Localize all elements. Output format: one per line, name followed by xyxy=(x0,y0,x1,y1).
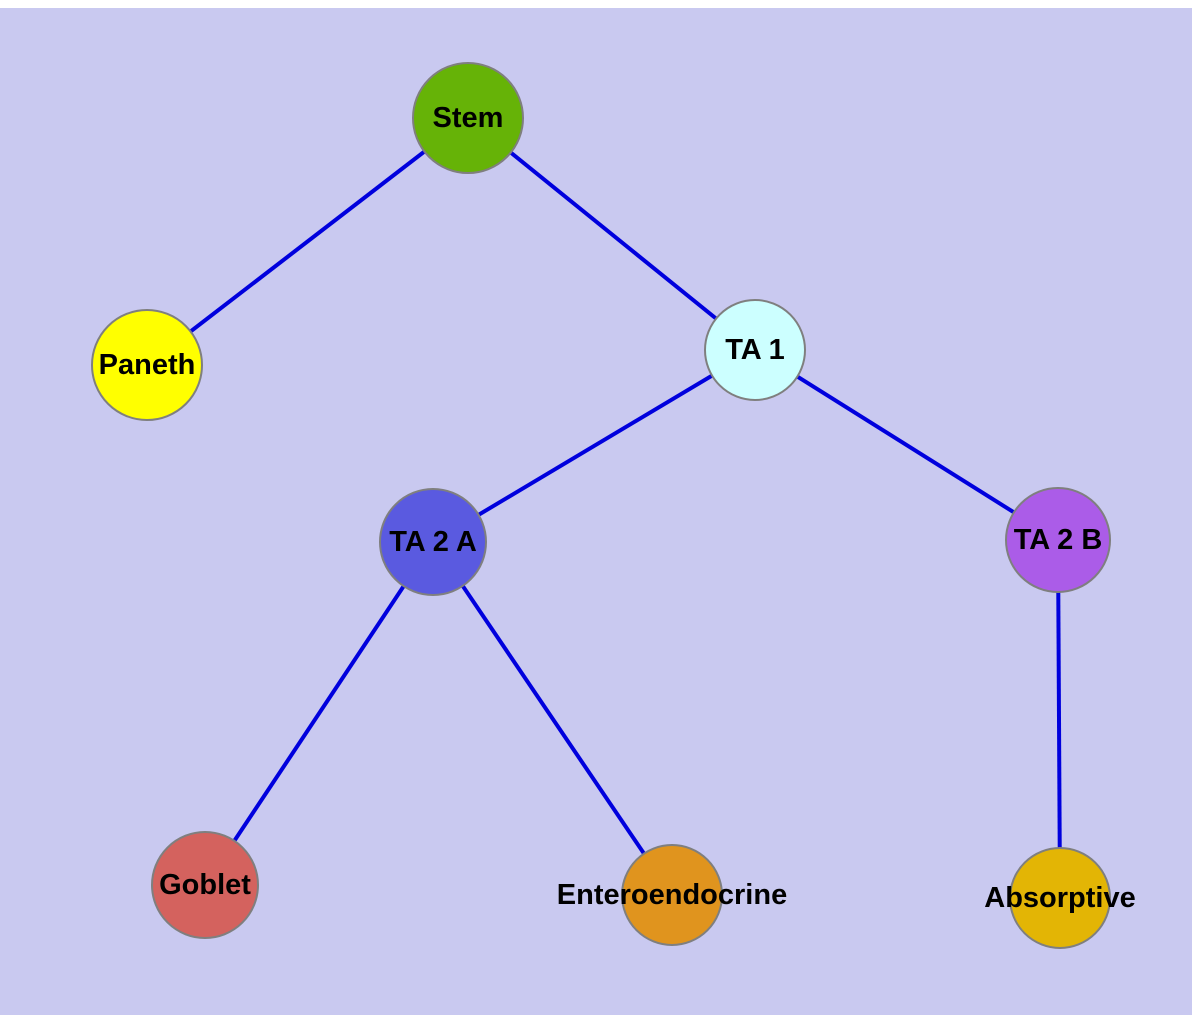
node-circle-ta1[interactable] xyxy=(704,299,806,401)
node-label-ta1: TA 1 xyxy=(725,334,785,366)
node-paneth[interactable]: Paneth xyxy=(91,309,203,421)
node-circle-ta2a[interactable] xyxy=(379,488,487,596)
node-circle-ta2b[interactable] xyxy=(1005,487,1111,593)
node-circle-goblet[interactable] xyxy=(151,831,259,939)
node-circle-stem[interactable] xyxy=(412,62,524,174)
node-label-stem: Stem xyxy=(433,102,504,134)
edge-ta2a-enteroendocrine xyxy=(431,540,674,897)
node-circle-absorptive[interactable] xyxy=(1009,847,1111,949)
edge-ta2b-absorptive xyxy=(1056,539,1062,899)
node-ta2a[interactable]: TA 2 A xyxy=(379,488,487,596)
edge-ta1-ta2a xyxy=(431,348,757,544)
node-label-absorptive: Absorptive xyxy=(984,882,1135,914)
edge-stem-paneth xyxy=(145,116,470,367)
node-enteroendocrine[interactable]: Enteroendocrine xyxy=(557,844,787,946)
node-label-ta2a: TA 2 A xyxy=(389,526,477,558)
node-label-paneth: Paneth xyxy=(99,349,196,381)
node-stem[interactable]: Stem xyxy=(412,62,524,174)
edge-ta2a-goblet xyxy=(203,540,435,887)
node-ta1[interactable]: TA 1 xyxy=(704,299,806,401)
edge-ta1-ta2b xyxy=(753,348,1060,542)
node-label-goblet: Goblet xyxy=(159,869,251,901)
edge-stem-ta1 xyxy=(466,116,757,352)
node-absorptive[interactable]: Absorptive xyxy=(984,847,1136,949)
node-label-ta2b: TA 2 B xyxy=(1014,524,1103,556)
node-ta2b[interactable]: TA 2 B xyxy=(1005,487,1111,593)
node-circle-paneth[interactable] xyxy=(91,309,203,421)
node-circle-enteroendocrine[interactable] xyxy=(621,844,723,946)
node-label-enteroendocrine: Enteroendocrine xyxy=(557,879,787,911)
node-goblet[interactable]: Goblet xyxy=(151,831,259,939)
